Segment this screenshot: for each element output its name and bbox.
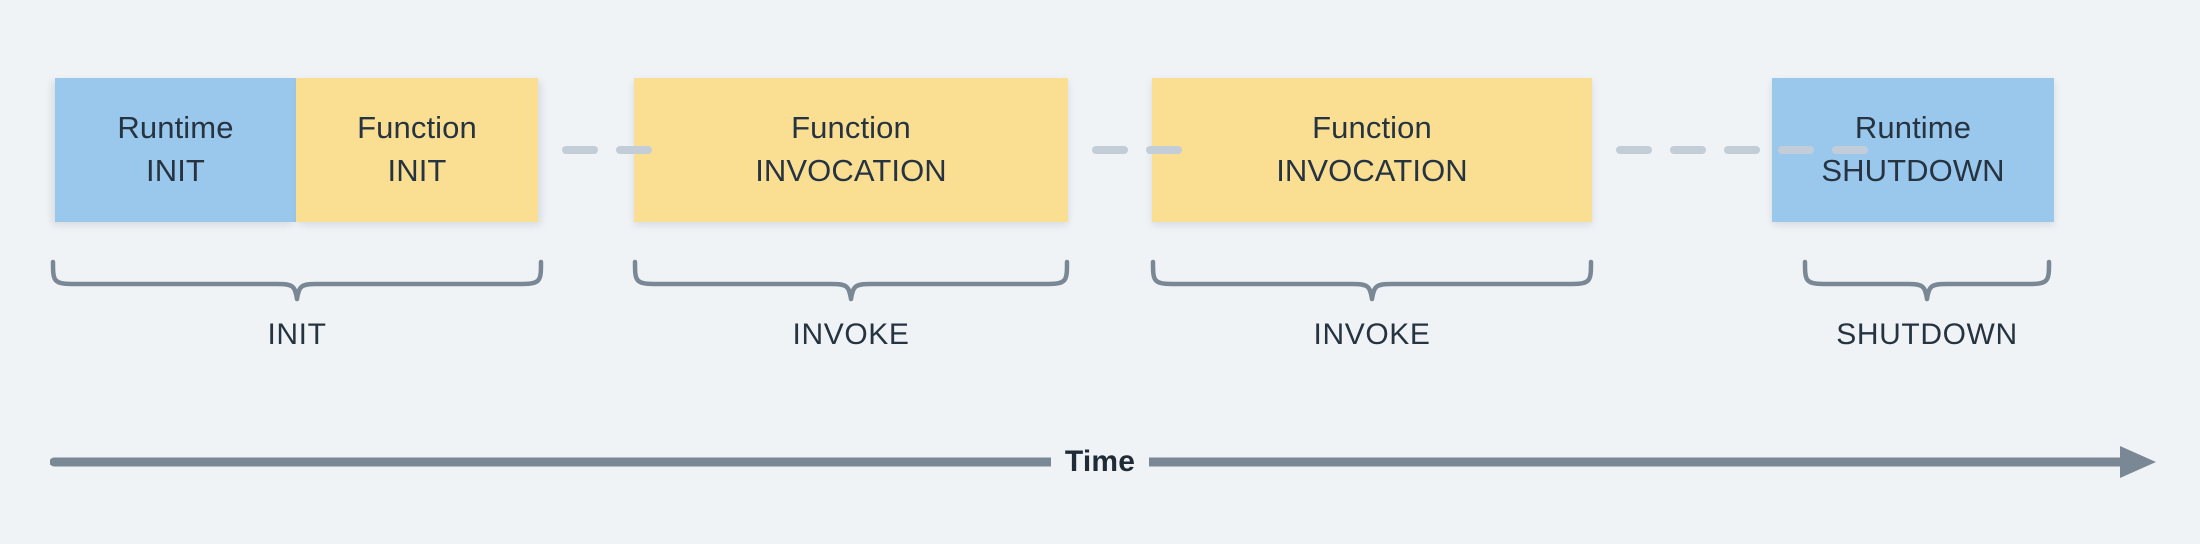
phase-box-function-invocation-2: Function INVOCATION [1152, 78, 1592, 222]
dash-segment [1616, 146, 1652, 154]
dash-segment [1092, 146, 1128, 154]
dash-segment [562, 146, 598, 154]
dash-segment [1146, 146, 1182, 154]
dash-segment [1724, 146, 1760, 154]
phase-box-runtime-shutdown: Runtime SHUTDOWN [1772, 78, 2054, 222]
phase-box-line1: Function [1312, 110, 1432, 146]
dash-segment [1778, 146, 1814, 154]
phase-box-function-init: Function INIT [296, 78, 538, 222]
time-axis-label-text: Time [1050, 445, 1150, 478]
dash-segment [1670, 146, 1706, 154]
brace-icon-init [50, 258, 544, 302]
dash-segment [616, 146, 652, 154]
group-label-init: INIT [267, 318, 327, 351]
phase-box-line2: INVOCATION [755, 153, 947, 188]
phase-box-line1: Runtime [1854, 110, 1972, 146]
phase-box-line2: SHUTDOWN [1821, 153, 2005, 188]
group-label-shutdown: SHUTDOWN [1836, 318, 2018, 351]
phase-box-runtime-init: Runtime INIT [55, 78, 296, 222]
brace-icon-shutdown [1802, 258, 2052, 302]
dashed-connector-icon-1 [562, 146, 652, 154]
phase-box-line1: Function [791, 110, 911, 146]
group-label-invoke-1: INVOKE [792, 318, 910, 351]
phase-box-function-invocation-1: Function INVOCATION [634, 78, 1068, 222]
group-label-invoke-2: INVOKE [1313, 318, 1431, 351]
dashed-connector-icon-2 [1092, 146, 1182, 154]
phase-box-line2: INIT [146, 153, 205, 188]
phase-box-line2: INIT [387, 153, 447, 188]
time-axis-label: Time [0, 440, 2200, 484]
brace-icon-invoke-1 [632, 258, 1070, 302]
phase-box-line1: Function [357, 110, 477, 146]
dashed-connector-icon-3 [1616, 146, 1868, 154]
phase-box-line2: INVOCATION [1276, 153, 1468, 188]
brace-icon-invoke-2 [1150, 258, 1594, 302]
phase-box-line1: Runtime [117, 110, 234, 146]
dash-segment [1832, 146, 1868, 154]
